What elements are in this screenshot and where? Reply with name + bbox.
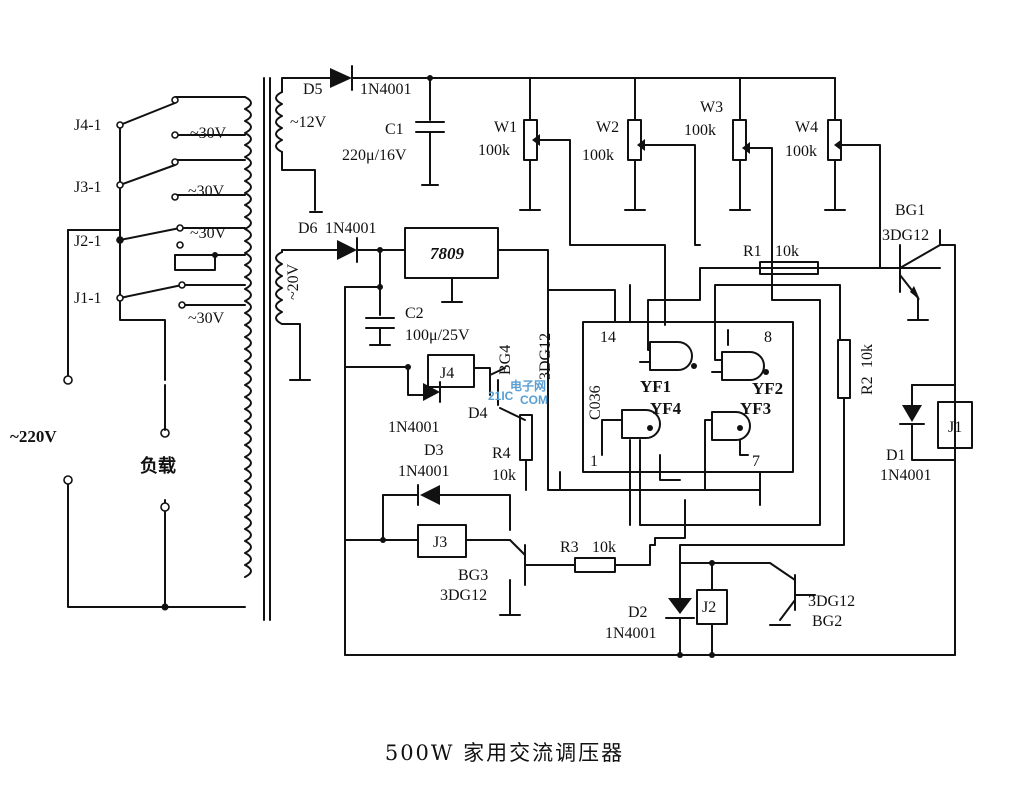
bg4-ref: BG4	[497, 345, 514, 375]
figure-caption: 500W 家用交流调压器	[384, 741, 625, 765]
r2	[679, 339, 851, 564]
w1-value: 100k	[478, 142, 510, 159]
r4-value: 10k	[492, 467, 516, 484]
r3-value: 10k	[592, 539, 616, 556]
w3-value: 100k	[684, 122, 716, 139]
ic-pin-8: 8	[764, 329, 772, 346]
c2-ref: C2	[405, 305, 424, 322]
j2-label: J2	[702, 599, 716, 616]
sec1-label: ~12V	[290, 114, 327, 131]
gate-yf2: YF2	[752, 379, 783, 398]
bg2-ref: BG2	[812, 613, 842, 630]
r3-ref: R3	[560, 539, 579, 556]
watermark-line1: 电子网	[510, 378, 546, 393]
regulator-label: 7809	[430, 244, 465, 263]
w4-ref: W4	[795, 119, 818, 136]
transformer	[244, 77, 331, 621]
d5-part: 1N4001	[360, 81, 412, 98]
w2-value: 100k	[582, 147, 614, 164]
ic-c036	[547, 267, 941, 546]
mains-section	[63, 96, 246, 611]
d3-ref: D3	[424, 442, 444, 459]
c1-ref: C1	[385, 121, 404, 138]
gate-yf1: YF1	[640, 377, 671, 396]
bg1-part: 3DG12	[882, 227, 929, 244]
w3-ref: W3	[700, 99, 723, 116]
bg3-ref: BG3	[458, 567, 488, 584]
j4-label: J4	[440, 365, 454, 382]
ic-pin-14: 14	[600, 329, 616, 346]
contact-label-j3: J3-1	[74, 179, 102, 196]
load-label: 负载	[140, 455, 176, 477]
j3-bg3-section	[344, 484, 656, 616]
r1-value: 10k	[775, 243, 799, 260]
contact-label-j1: J1-1	[74, 290, 102, 307]
bg1-ref: BG1	[895, 202, 925, 219]
r1-bg1	[759, 224, 956, 656]
tap-label-4: ~30V	[188, 310, 225, 327]
j3-label: J3	[433, 534, 447, 551]
gate-yf4: YF4	[650, 399, 682, 418]
labels: J4-1 J3-1 J2-1 J1-1 ~30V ~30V ~30V ~30V …	[10, 81, 962, 642]
j1-d1	[899, 384, 973, 461]
tap-label-1: ~30V	[190, 125, 227, 142]
d4-ref: D4	[468, 405, 488, 422]
d1-ref: D1	[886, 447, 906, 464]
ic-pin-1: 1	[590, 453, 598, 470]
c2-value: 100μ/25V	[405, 327, 470, 344]
bg4-part: 3DG12	[537, 333, 554, 380]
j1-label: J1	[948, 419, 962, 436]
d2-part: 1N4001	[605, 625, 657, 642]
tap-label-3: ~30V	[190, 225, 227, 242]
ic-part: C036	[587, 385, 604, 420]
d3-part: 1N4001	[398, 463, 450, 480]
j4-bg4-section	[344, 354, 533, 491]
contact-label-j4: J4-1	[74, 117, 102, 134]
d1-part: 1N4001	[880, 467, 932, 484]
power-supply	[304, 65, 836, 656]
gate-yf3: YF3	[740, 399, 771, 418]
contact-label-j2: J2-1	[74, 233, 102, 250]
w1-ref: W1	[494, 119, 517, 136]
d6-part: 1N4001	[325, 220, 377, 237]
r2-ref: R2	[859, 376, 876, 395]
r2-value: 10k	[859, 344, 876, 368]
bg2-part: 3DG12	[808, 593, 855, 610]
d4-part: 1N4001	[388, 419, 440, 436]
r1-ref: R1	[743, 243, 762, 260]
w4-value: 100k	[785, 143, 817, 160]
pots	[519, 77, 881, 526]
ic-pin-7: 7	[752, 453, 760, 470]
d6-ref: D6	[298, 220, 318, 237]
mains-input-label: ~220V	[10, 427, 57, 446]
c1-value: 220μ/16V	[342, 147, 407, 164]
d2-ref: D2	[628, 604, 648, 621]
sec2-label: ~20V	[285, 263, 302, 300]
watermark-logo: 21IC	[488, 389, 514, 403]
j2-bg2-section	[665, 560, 816, 656]
r4-ref: R4	[492, 445, 511, 462]
d5-ref: D5	[303, 81, 323, 98]
w2-ref: W2	[596, 119, 619, 136]
bg3-part: 3DG12	[440, 587, 487, 604]
tap-label-2: ~30V	[188, 183, 225, 200]
watermark-line2: COM	[520, 393, 548, 407]
